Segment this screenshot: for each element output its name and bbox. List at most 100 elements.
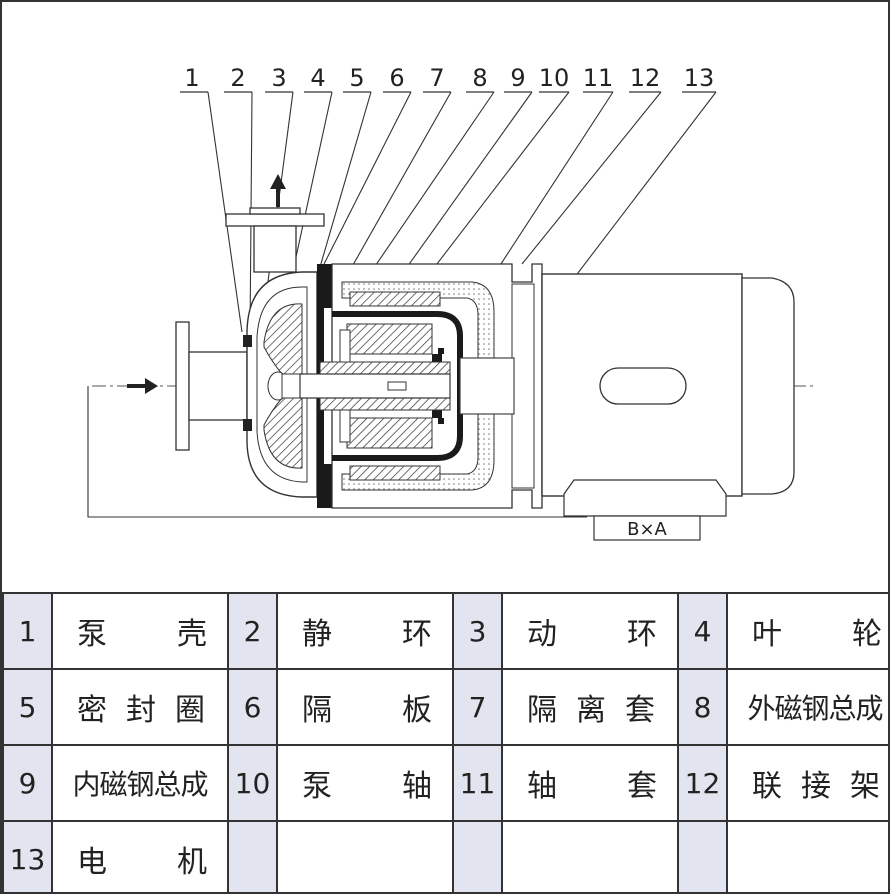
callout-9: 9 bbox=[510, 64, 525, 92]
part-name-char: 内磁钢总成 bbox=[72, 768, 208, 801]
outlet-arrow-icon bbox=[270, 174, 286, 207]
part-name-char: 泵 bbox=[302, 769, 332, 804]
part-name-char: 机 bbox=[177, 845, 207, 880]
part-name-cell: 泵轴 bbox=[276, 744, 454, 822]
partition-plate bbox=[317, 264, 332, 508]
part-number-cell bbox=[677, 820, 728, 892]
part-name-cell: 动环 bbox=[501, 592, 679, 670]
motor-end-cap bbox=[741, 277, 795, 495]
part-name-char: 叶 bbox=[752, 617, 782, 652]
part-name-cell bbox=[276, 820, 454, 892]
inlet-arrow-icon bbox=[127, 378, 158, 394]
part-name-char: 套 bbox=[625, 693, 655, 728]
callout-labels: 1 2 3 4 5 6 7 8 9 10 11 12 13 bbox=[184, 64, 714, 92]
part-number-cell: 13 bbox=[2, 820, 53, 892]
motor-coupling bbox=[459, 357, 515, 415]
part-name-char: 接 bbox=[801, 769, 831, 804]
part-number-cell: 4 bbox=[677, 592, 728, 670]
callout-11: 11 bbox=[583, 64, 614, 92]
callout-8: 8 bbox=[472, 64, 487, 92]
dimension-label: B×A bbox=[627, 519, 667, 540]
part-name-char: 轴 bbox=[527, 769, 557, 804]
part-name-cell bbox=[726, 820, 888, 892]
part-name-cell: 内磁钢总成 bbox=[51, 744, 229, 822]
part-name-char: 电 bbox=[77, 845, 107, 880]
part-name-char: 套 bbox=[627, 769, 657, 804]
frame-flange bbox=[511, 283, 535, 489]
callout-6: 6 bbox=[389, 64, 404, 92]
part-name-char: 外磁钢总成 bbox=[747, 692, 883, 725]
part-name-cell: 联接架 bbox=[726, 744, 888, 822]
callout-7: 7 bbox=[429, 64, 444, 92]
part-name-char: 壳 bbox=[177, 617, 207, 652]
part-name-char: 隔 bbox=[302, 693, 332, 728]
inner-magnet-top bbox=[346, 323, 433, 355]
callout-10: 10 bbox=[539, 64, 570, 92]
part-name-char: 隔 bbox=[527, 693, 557, 728]
outer-magnet-bottom bbox=[349, 465, 441, 481]
part-name-char: 密 bbox=[77, 693, 107, 728]
outlet-flange bbox=[225, 207, 325, 273]
part-name-char: 环 bbox=[402, 617, 432, 652]
part-number-cell: 1 bbox=[2, 592, 53, 670]
static-ring-bottom bbox=[243, 419, 252, 431]
part-number-cell: 12 bbox=[677, 744, 728, 822]
part-number-cell: 5 bbox=[2, 668, 53, 746]
part-name-char: 圈 bbox=[175, 693, 205, 728]
part-name-cell: 外磁钢总成 bbox=[726, 668, 888, 746]
part-number-cell bbox=[227, 820, 278, 892]
inlet-flange bbox=[175, 321, 248, 451]
flow-loop-line bbox=[87, 386, 587, 518]
part-name-char: 联 bbox=[752, 769, 782, 804]
outer-magnet-assembly bbox=[341, 281, 495, 491]
part-number-cell: 2 bbox=[227, 592, 278, 670]
part-name-cell: 隔离套 bbox=[501, 668, 679, 746]
callout-1: 1 bbox=[184, 64, 199, 92]
callout-4: 4 bbox=[310, 64, 325, 92]
inner-magnet-bottom bbox=[346, 417, 433, 449]
part-number-cell: 8 bbox=[677, 668, 728, 746]
callout-5: 5 bbox=[349, 64, 364, 92]
callout-13: 13 bbox=[684, 64, 715, 92]
part-number-cell: 10 bbox=[227, 744, 278, 822]
motor-vent-slot bbox=[599, 367, 687, 405]
callout-3: 3 bbox=[271, 64, 286, 92]
bearing-teeth bbox=[432, 348, 444, 424]
part-name-cell: 静环 bbox=[276, 592, 454, 670]
dimension-box bbox=[593, 515, 701, 541]
part-number-cell: 6 bbox=[227, 668, 278, 746]
part-number-cell: 3 bbox=[452, 592, 503, 670]
part-name-char: 离 bbox=[576, 693, 606, 728]
static-ring-top bbox=[243, 335, 252, 347]
part-name-char: 轴 bbox=[402, 769, 432, 804]
part-name-char: 泵 bbox=[77, 617, 107, 652]
shaft-key bbox=[387, 381, 407, 391]
part-name-char: 环 bbox=[627, 617, 657, 652]
part-name-char: 静 bbox=[302, 617, 332, 652]
part-name-cell: 密封圈 bbox=[51, 668, 229, 746]
callout-2: 2 bbox=[230, 64, 245, 92]
part-name-cell bbox=[501, 820, 679, 892]
part-name-cell: 隔板 bbox=[276, 668, 454, 746]
part-number-cell: 11 bbox=[452, 744, 503, 822]
part-name-char: 轮 bbox=[852, 617, 882, 652]
part-name-char: 架 bbox=[850, 769, 880, 804]
part-name-cell: 叶轮 bbox=[726, 592, 888, 670]
part-name-cell: 轴套 bbox=[501, 744, 679, 822]
motor-base bbox=[563, 479, 727, 517]
part-number-cell: 9 bbox=[2, 744, 53, 822]
part-name-cell: 泵壳 bbox=[51, 592, 229, 670]
impeller-nut bbox=[267, 371, 301, 401]
part-name-cell: 电机 bbox=[51, 820, 229, 892]
pump-shaft bbox=[299, 373, 451, 399]
part-name-char: 封 bbox=[126, 693, 156, 728]
pump-cross-section: 1 2 3 4 5 6 7 8 9 10 11 12 13 bbox=[87, 64, 817, 541]
callout-12: 12 bbox=[630, 64, 661, 92]
part-name-char: 板 bbox=[402, 693, 432, 728]
